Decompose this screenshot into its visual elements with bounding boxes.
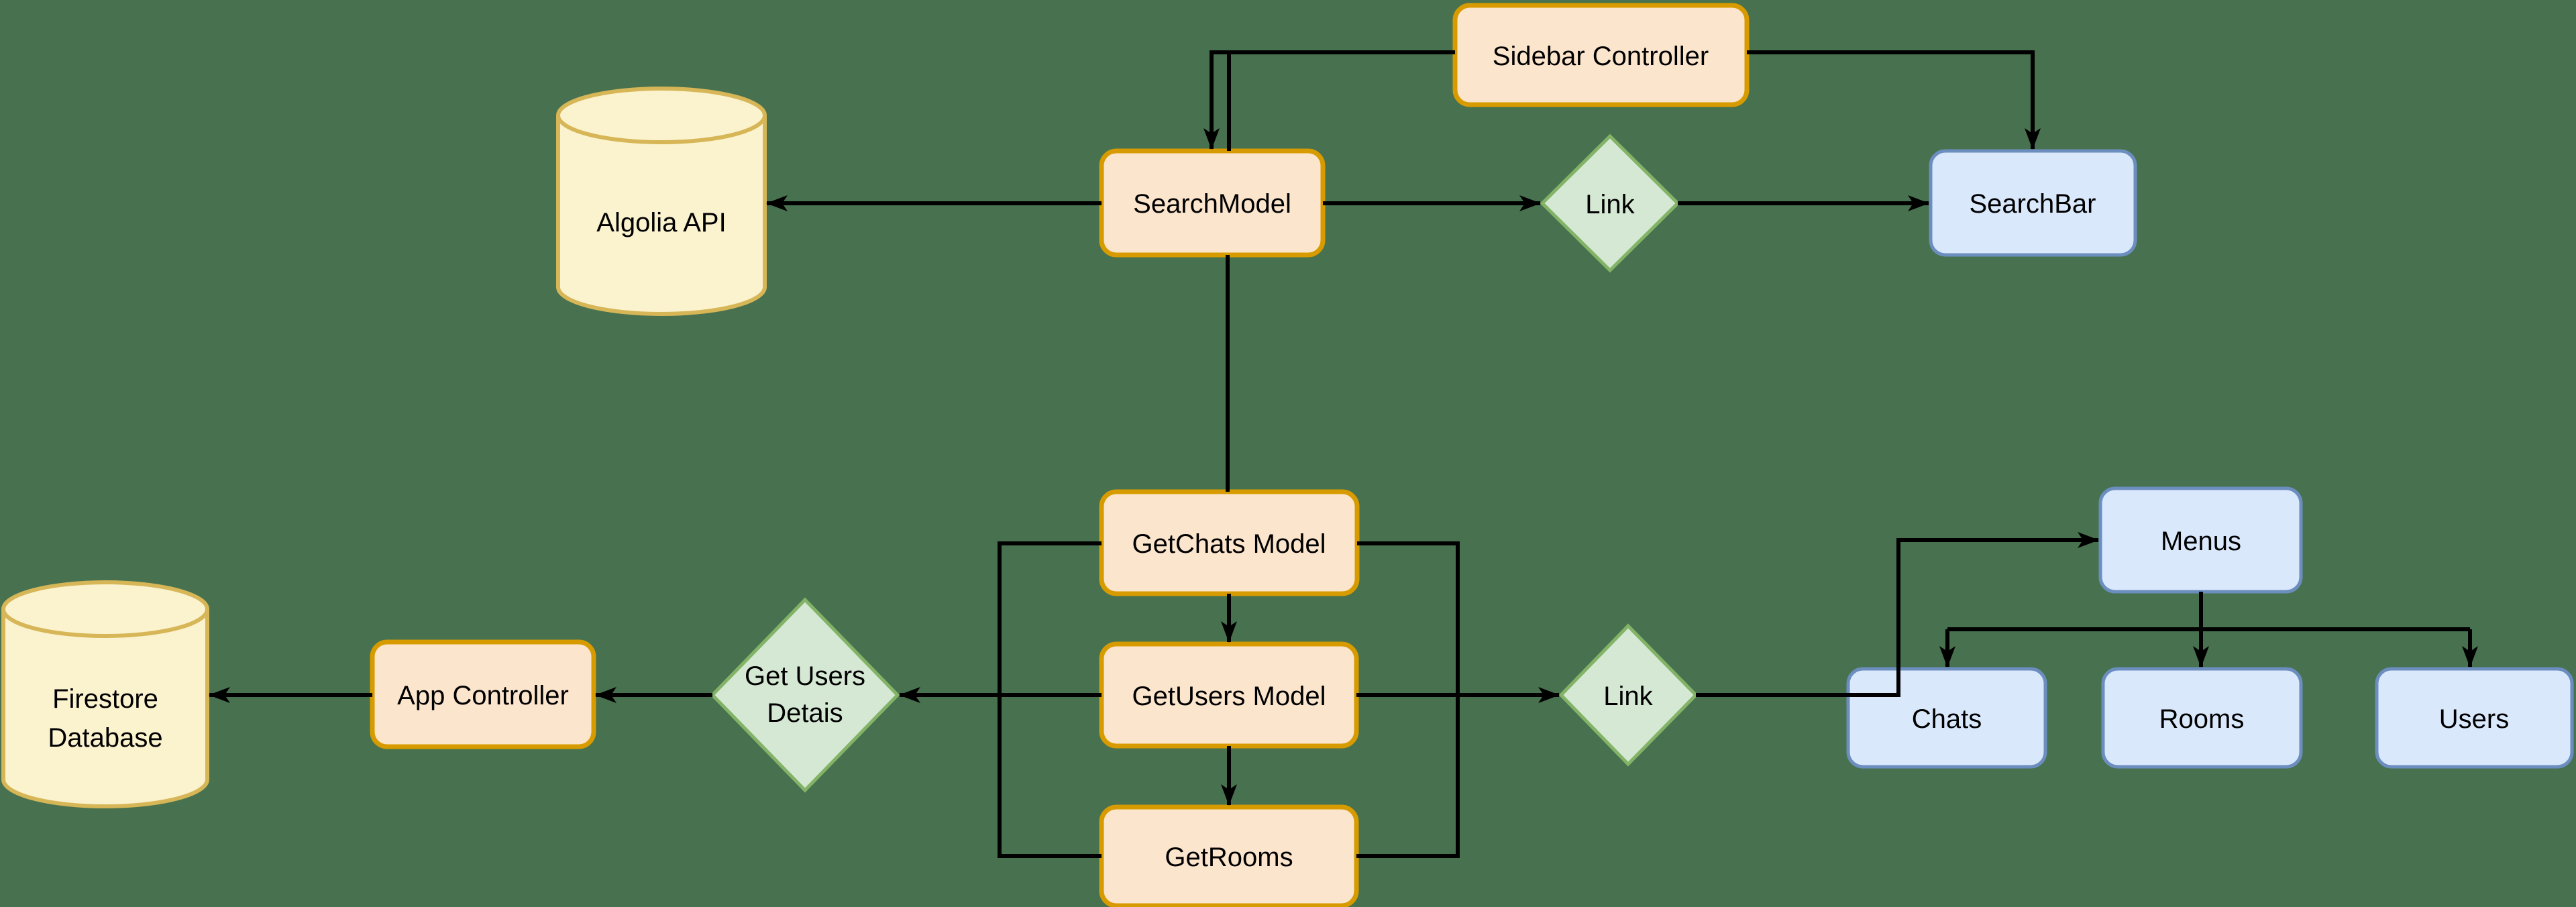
edge-search-model-to-sidebar-controller: [1227, 50, 1455, 151]
node-link-bottom[interactable]: Link: [1558, 623, 1699, 767]
node-rooms-label: Rooms: [2159, 704, 2245, 734]
edge-left-bus-bracket: [998, 541, 1102, 858]
node-get-users-details-label-line1: Get Users: [745, 661, 865, 691]
node-chats[interactable]: Chats: [1846, 667, 2047, 769]
node-users[interactable]: Users: [2375, 667, 2574, 769]
node-get-users-details[interactable]: Get Users Detais: [710, 597, 900, 793]
node-link-top-label: Link: [1585, 190, 1635, 219]
node-users-shape[interactable]: [2375, 667, 2574, 769]
node-get-users-model-label: GetUsers Model: [1132, 682, 1326, 711]
node-users-label: Users: [2439, 704, 2509, 734]
edge-link-bottom-to-menus: [1696, 532, 2099, 697]
edge-layer: [209, 50, 2478, 858]
edge-sidebar-controller-to-search-bar: [1747, 50, 2041, 150]
node-link-top[interactable]: Link: [1540, 134, 1680, 273]
node-get-users-details-label-line2: Detais: [767, 698, 843, 728]
node-get-users-model[interactable]: GetUsers Model: [1099, 641, 1359, 749]
node-firestore-database-label-line2: Database: [48, 723, 162, 753]
node-firestore-database-cylinder-lip: [1, 608, 209, 638]
node-get-rooms-label: GetRooms: [1165, 843, 1293, 872]
node-firestore-database-shape[interactable]: [1, 580, 209, 808]
node-rooms[interactable]: Rooms: [2101, 667, 2303, 769]
node-menus-label: Menus: [2161, 527, 2241, 556]
node-algolia-api-shape[interactable]: [556, 87, 767, 316]
edge-right-bus-bracket: [1356, 541, 1460, 858]
node-firestore-database[interactable]: Firestore Database: [1, 580, 209, 808]
node-rooms-shape[interactable]: [2101, 667, 2303, 769]
node-search-model[interactable]: SearchModel: [1099, 148, 1326, 258]
node-algolia-api[interactable]: Algolia API: [556, 87, 767, 316]
node-search-bar-shape[interactable]: [1929, 149, 2137, 257]
node-app-controller[interactable]: App Controller: [370, 639, 596, 749]
node-sidebar-controller-label: Sidebar Controller: [1493, 42, 1709, 71]
node-sidebar-controller-shape[interactable]: [1452, 3, 1750, 107]
node-search-bar-label: SearchBar: [1970, 189, 2096, 219]
node-algolia-api-label: Algolia API: [596, 208, 726, 237]
node-firestore-database-label-line1: Firestore: [52, 684, 158, 714]
node-sidebar-controller[interactable]: Sidebar Controller: [1452, 3, 1750, 107]
node-get-rooms[interactable]: GetRooms: [1099, 804, 1359, 907]
node-get-users-details-shape[interactable]: [710, 597, 900, 793]
node-menus[interactable]: Menus: [2098, 486, 2303, 594]
node-algolia-api-cylinder-lip: [556, 115, 767, 144]
node-chats-label: Chats: [1912, 704, 1982, 734]
node-link-bottom-label: Link: [1603, 682, 1653, 711]
node-app-controller-label: App Controller: [397, 681, 569, 710]
node-search-bar[interactable]: SearchBar: [1929, 149, 2137, 257]
node-get-chats-model-label: GetChats Model: [1132, 529, 1326, 559]
node-search-model-label: SearchModel: [1133, 189, 1291, 219]
node-get-chats-model[interactable]: GetChats Model: [1099, 489, 1360, 596]
